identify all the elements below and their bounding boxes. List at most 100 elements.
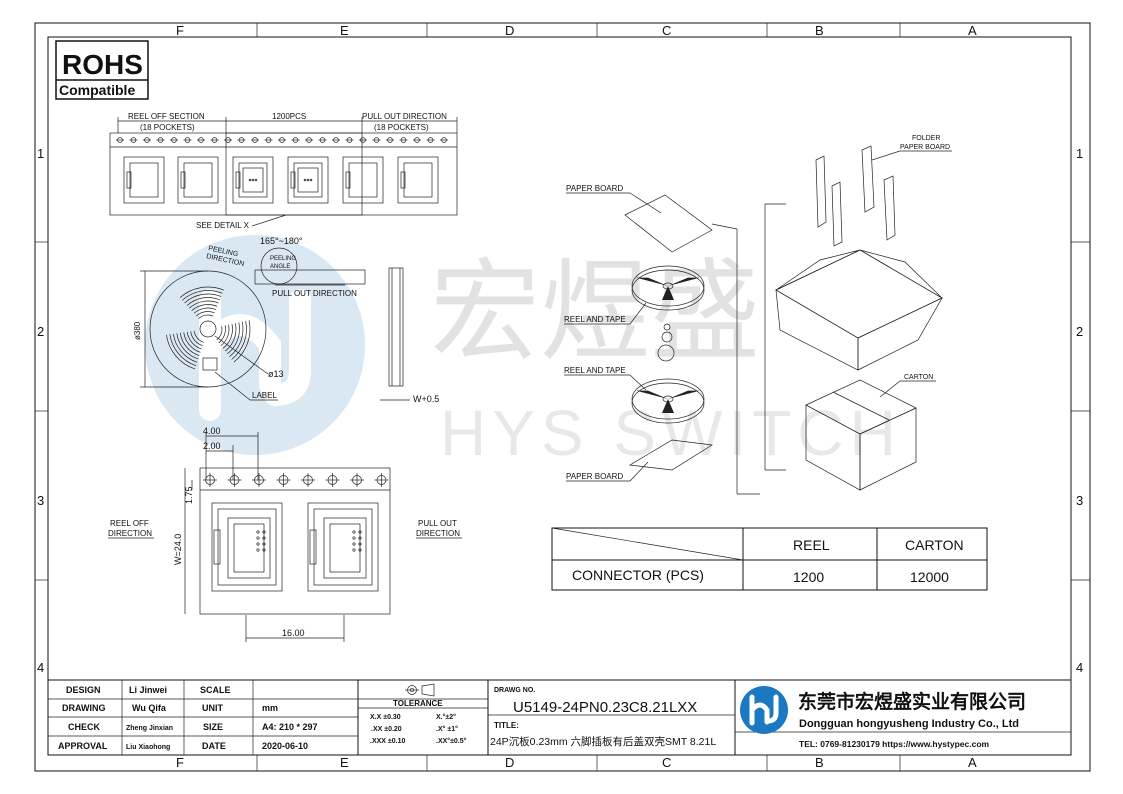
offset-dimension: 1.75	[184, 486, 194, 504]
tolerance-row-1-b: X.°±2°	[436, 713, 456, 721]
tape-width-dimension: W=24.0	[173, 534, 183, 565]
peeling-angle-value: 165°~180°	[260, 236, 303, 246]
svg-text:F: F	[176, 755, 184, 770]
tape-strip-view: REEL OFF SECTION (18 POCKETS) 1200PCS PU…	[109, 112, 458, 230]
reel-window	[216, 320, 251, 363]
peeling-angle-label-2: ANGLE	[270, 264, 290, 270]
svg-text:2: 2	[37, 324, 44, 339]
svg-text:A: A	[968, 755, 977, 770]
svg-text:2: 2	[1076, 324, 1083, 339]
folder-paper-board-label: PAPER BOARD	[900, 144, 950, 151]
tolerance-row-2-b: .X° ±1°	[436, 725, 458, 733]
see-detail-label: SEE DETAIL X	[196, 221, 250, 230]
approval-label: APPROVAL	[58, 741, 108, 751]
tape-count-label: 1200PCS	[272, 112, 306, 121]
company-name-en: Dongguan hongyusheng Industry Co., Ltd	[799, 718, 1019, 730]
svg-text:D: D	[505, 755, 514, 770]
quantity-row-label: CONNECTOR (PCS)	[572, 567, 704, 583]
company-name-cn: 东莞市宏煜盛实业有限公司	[798, 690, 1026, 713]
svg-text:A: A	[968, 23, 977, 38]
drawing-number: U5149-24PN0.23C8.21LXX	[513, 699, 697, 716]
tape-pocket	[232, 156, 274, 204]
tape-pocket	[123, 156, 165, 204]
drawing-title: 24P沉板0.23mm 六脚插板有后盖双壳SMT 8.21L	[490, 735, 716, 748]
tolerance-row-1-a: X.X ±0.30	[370, 714, 401, 721]
drawing-label: DRAWING	[62, 703, 106, 713]
drawing-name: Wu Qifa	[132, 703, 167, 713]
title-block: DESIGN Li Jinwei SCALE DRAWING Wu Qifa U…	[47, 679, 1072, 756]
detail-x-view: 4.00 2.00 1.75 W=24.0 16.00 REEL OFF DIR…	[108, 426, 462, 642]
frame-column-labels-top: F E D C B A	[176, 23, 977, 38]
scale-label: SCALE	[200, 685, 231, 695]
svg-text:E: E	[340, 23, 349, 38]
watermark-cn-text: 宏煜盛	[430, 251, 760, 374]
folder-label: FOLDER	[912, 135, 940, 142]
tolerance-title: TOLERANCE	[393, 699, 443, 708]
svg-text:C: C	[662, 23, 671, 38]
rohs-badge: ROHS Compatible	[55, 40, 149, 100]
check-name: Zheng Jinxian	[126, 725, 173, 732]
tape-pocket	[342, 156, 384, 204]
reel-window	[179, 286, 224, 319]
packing-reel-icon	[636, 390, 700, 413]
svg-text:3: 3	[37, 493, 44, 508]
reel-and-tape-label-2: REEL AND TAPE	[564, 366, 626, 375]
rohs-subtitle: Compatible	[59, 82, 135, 98]
svg-text:4: 4	[1076, 660, 1083, 675]
half-pitch-dimension: 2.00	[203, 441, 221, 451]
svg-text:1: 1	[37, 146, 44, 161]
tape-pocket	[287, 156, 329, 204]
reel-front-view: ø380 ø13 LABEL PEELING DIRECTION 165°~18…	[133, 236, 439, 404]
packing-reel-icon	[636, 277, 700, 300]
svg-text:E: E	[340, 755, 349, 770]
svg-text:D: D	[505, 23, 514, 38]
design-name: Li Jinwei	[129, 685, 167, 695]
pull-out-direction-label: PULL OUT DIRECTION	[362, 112, 447, 121]
unit-label: UNIT	[202, 703, 223, 713]
title-label: TITLE:	[494, 721, 519, 730]
size-value: A4: 210 * 297	[262, 722, 318, 732]
design-label: DESIGN	[66, 685, 101, 695]
svg-text:1: 1	[1076, 146, 1083, 161]
svg-text:4: 4	[37, 660, 44, 675]
pull-out-pockets-label: (18 POCKETS)	[374, 123, 429, 132]
paper-board-top-label: PAPER BOARD	[566, 184, 623, 193]
tape-pocket	[177, 156, 219, 204]
carton-label: CARTON	[904, 374, 933, 381]
reel-off-direction-label-2: DIRECTION	[108, 529, 152, 538]
company-logo-icon	[740, 686, 788, 734]
detail-pocket	[211, 502, 283, 592]
reel-pull-out-label: PULL OUT DIRECTION	[272, 289, 357, 298]
check-label: CHECK	[68, 722, 101, 732]
reel-diameter-label: ø380	[133, 321, 142, 340]
peeling-angle-label: PEELING	[270, 256, 296, 262]
watermark-logo-icon	[145, 235, 365, 455]
quantity-reel-value: 1200	[793, 569, 824, 585]
svg-text:B: B	[815, 755, 824, 770]
reel-off-section-label: REEL OFF SECTION	[128, 112, 205, 121]
svg-text:B: B	[815, 23, 824, 38]
company-contact: TEL: 0769-81230179 https://www.hystypec.…	[799, 739, 990, 749]
detail-pocket	[307, 502, 379, 592]
svg-text:C: C	[662, 755, 671, 770]
tape-pocket	[397, 156, 439, 204]
projection-symbol-icon	[405, 683, 435, 697]
pull-out-direction-detail: PULL OUT	[418, 519, 457, 528]
date-label: DATE	[202, 741, 226, 751]
reel-window	[166, 330, 204, 370]
reel-off-direction-label: REEL OFF	[110, 519, 149, 528]
packing-assembly-view: PAPER BOARD REEL AND TAPE REEL AND TAPE …	[564, 135, 952, 495]
reel-hub-label: ø13	[268, 369, 284, 379]
quantity-carton-value: 12000	[910, 569, 949, 585]
svg-text:3: 3	[1076, 493, 1083, 508]
tolerance-row-2-a: .XX ±0.20	[371, 726, 402, 733]
quantity-header-reel: REEL	[793, 537, 830, 553]
frame-column-labels-bottom: F E D C B A	[176, 755, 977, 770]
frame-row-labels: 1 2 3 4 1 2 3 4	[37, 146, 1083, 675]
quantity-table: REEL CARTON CONNECTOR (PCS) 1200 12000	[551, 527, 988, 591]
pitch-dimension: 4.00	[203, 426, 221, 436]
pull-out-direction-detail-2: DIRECTION	[416, 529, 460, 538]
reel-width-label: W+0.5	[413, 394, 439, 404]
quantity-header-carton: CARTON	[905, 537, 964, 553]
